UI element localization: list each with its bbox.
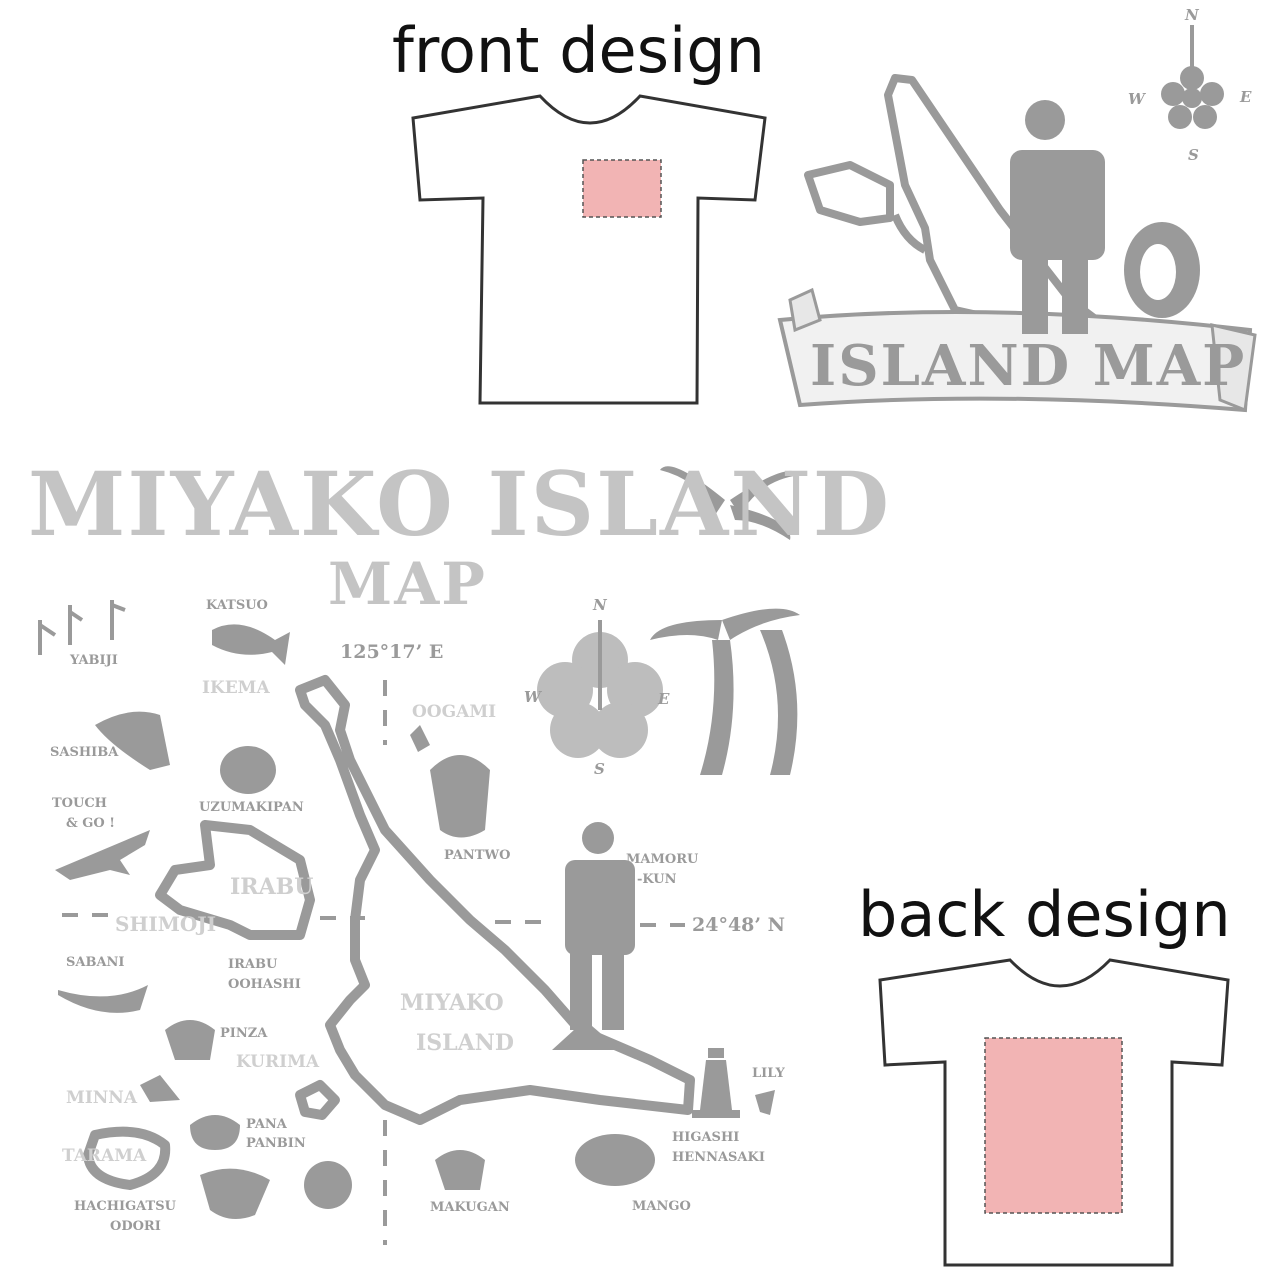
place-oogami: OOGAMI [412, 702, 497, 722]
label-touch-go-line1: TOUCH [52, 796, 107, 811]
uzumakipan-icon [220, 746, 276, 794]
label-hachigatsu-line1: HACHIGATSU [74, 1199, 176, 1214]
mask-face-icon [304, 1161, 352, 1209]
label-sabani: SABANI [66, 955, 125, 970]
sabani-boat-icon [58, 985, 148, 1013]
place-minna: MINNA [66, 1088, 138, 1108]
pana-panbin-icon [190, 1115, 240, 1150]
label-higashi-line1: HIGASHI [672, 1130, 740, 1145]
label-hachigatsu-line2: ODORI [110, 1219, 161, 1234]
longitude-label: 125°17’ E [340, 641, 444, 663]
label-irabu-oohashi-line2: OOHASHI [228, 977, 301, 992]
map-compass-s: S [594, 760, 605, 778]
label-pana-panbin-line2: PANBIN [246, 1136, 306, 1151]
label-yabiji: YABIJI [70, 653, 118, 668]
minna-island-icon [140, 1075, 180, 1102]
place-miyako-line2: ISLAND [416, 1030, 514, 1056]
label-uzumakipan: UZUMAKIPAN [199, 800, 304, 815]
badge-title: ISLAND MAP [810, 333, 1247, 399]
map-compass-e: E [658, 690, 670, 708]
label-lily: LILY [752, 1066, 785, 1081]
miyako-island-outline [83, 675, 695, 1190]
map-compass-w: W [524, 688, 541, 706]
badge-compass-n: N [1185, 6, 1199, 24]
palm-tree-icon [650, 466, 800, 775]
badge-compass-s: S [1188, 146, 1199, 164]
lily-flower-icon [755, 1090, 775, 1115]
place-shimoji: SHIMOJI [115, 912, 217, 936]
hachigatsu-odori-icon [200, 1168, 270, 1219]
badge-pantwo-mask [1124, 222, 1200, 318]
mango-icon [575, 1134, 655, 1186]
back-print-area [984, 1037, 1123, 1214]
badge-guard-figure [1010, 100, 1105, 334]
place-ikema: IKEMA [202, 678, 270, 698]
front-print-area [582, 159, 662, 218]
label-pinza: PINZA [220, 1026, 268, 1041]
back-tshirt-outline [878, 958, 1230, 1267]
front-design-heading: front design [392, 14, 765, 87]
place-kurima: KURIMA [236, 1052, 320, 1072]
oogami-island-icon [410, 725, 430, 752]
lighthouse-icon [692, 1048, 740, 1118]
coral-icon [38, 600, 126, 655]
badge-compass-e: E [1240, 88, 1252, 106]
label-higashi-line2: HENNASAKI [672, 1150, 765, 1165]
place-tarama: TARAMA [62, 1146, 147, 1166]
place-miyako-line1: MIYAKO [400, 990, 504, 1016]
badge-compass-w: W [1128, 90, 1145, 108]
sashiba-bird-icon [95, 711, 170, 770]
airplane-icon [55, 830, 150, 880]
decorative-item-icons [38, 600, 775, 1219]
label-pana-panbin-line1: PANA [246, 1117, 287, 1132]
label-makugan: MAKUGAN [430, 1200, 510, 1215]
badge-ribbon [777, 287, 1257, 413]
place-irabu: IRABU [230, 874, 314, 900]
map-title-line2: MAP [328, 550, 487, 618]
map-compass-n: N [593, 596, 607, 614]
back-design-heading: back design [858, 878, 1231, 951]
label-mamoru-line2: -KUN [637, 872, 677, 887]
label-mamoru-line1: MAMORU [626, 852, 699, 867]
label-katsuo: KATSUO [206, 598, 268, 613]
makugan-crab-icon [435, 1150, 485, 1190]
map-hibiscus-icon [537, 620, 663, 758]
latitude-label: 24°48’ N [692, 914, 785, 936]
front-tshirt-outline [411, 94, 767, 405]
badge-hibiscus-icon [1161, 25, 1224, 129]
label-sashiba: SASHIBA [50, 745, 119, 760]
pinza-goat-icon [165, 1020, 215, 1060]
label-mango: MANGO [632, 1199, 691, 1214]
pantwo-mask-icon [430, 755, 490, 838]
label-touch-go-line2: & GO ! [66, 816, 115, 831]
label-irabu-oohashi-line1: IRABU [228, 957, 278, 972]
label-pantwo: PANTWO [444, 848, 511, 863]
guard-figure-mamoru [552, 822, 635, 1050]
katsuo-fish-icon [212, 624, 290, 665]
map-title-line1: MIYAKO ISLAND [28, 452, 892, 556]
